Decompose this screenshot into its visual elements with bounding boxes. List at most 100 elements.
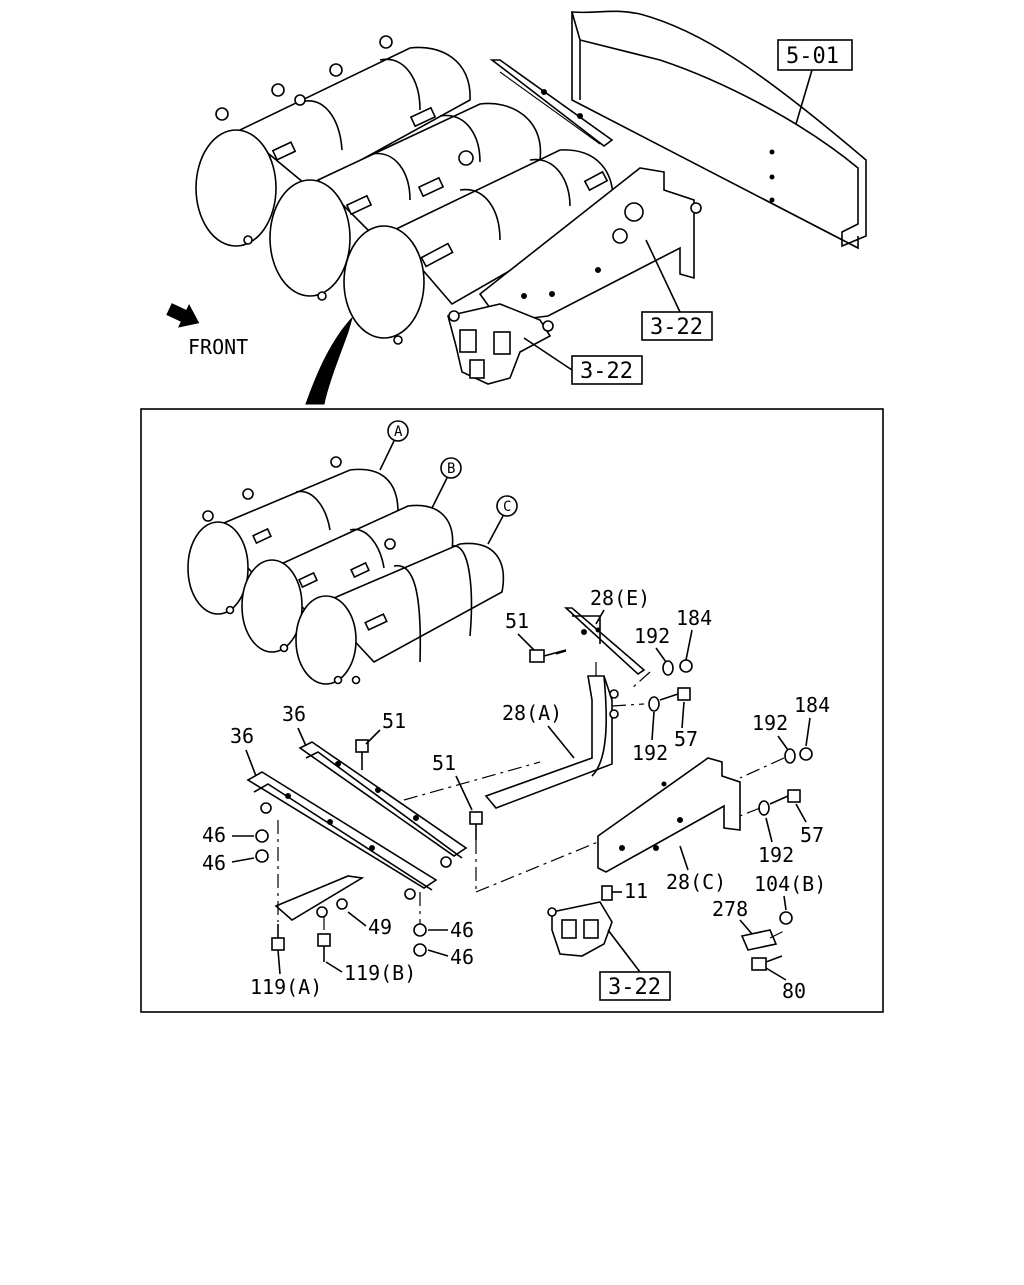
ref-box-3-22-lower: 3-22 bbox=[523, 337, 643, 385]
detail-tank-fittings bbox=[202, 456, 396, 631]
svg-text:192: 192 bbox=[632, 741, 668, 765]
part-label-11: 11 bbox=[612, 879, 648, 903]
detail-frame bbox=[140, 408, 884, 1013]
front-arrow-icon bbox=[166, 303, 200, 328]
bolt-119a bbox=[271, 924, 285, 951]
svg-text:192: 192 bbox=[634, 624, 670, 648]
frame-rail bbox=[570, 10, 867, 250]
bolt-51-upper-right bbox=[529, 649, 567, 663]
washer-nut-upper bbox=[662, 659, 693, 676]
svg-text:28(A): 28(A) bbox=[502, 701, 562, 725]
svg-text:28(E): 28(E) bbox=[590, 586, 650, 610]
part-label-184-upper: 184 bbox=[676, 606, 712, 661]
svg-text:51: 51 bbox=[432, 751, 456, 775]
tank-marker-c: C bbox=[487, 495, 518, 545]
front-indicator: FRONT bbox=[166, 303, 248, 359]
washer-nut-right bbox=[784, 747, 813, 764]
part-label-51-upper-right: 51 bbox=[505, 609, 535, 651]
part-label-28c: 28(C) bbox=[666, 845, 726, 894]
bracket-28a bbox=[484, 675, 619, 809]
svg-text:36: 36 bbox=[230, 724, 254, 748]
part-label-49: 49 bbox=[347, 911, 392, 939]
part-label-80: 80 bbox=[765, 967, 806, 1003]
rail-36-left bbox=[246, 771, 438, 900]
part-label-46-b: 46 bbox=[202, 851, 255, 875]
detail-valve-assembly bbox=[547, 885, 613, 957]
ref-box-3-22-upper: 3-22 bbox=[641, 239, 713, 341]
svg-text:51: 51 bbox=[382, 709, 406, 733]
washer-bolt-right bbox=[758, 789, 801, 816]
svg-text:278: 278 bbox=[712, 897, 748, 921]
bolt-51-left bbox=[355, 739, 369, 770]
tank-marker-b: B bbox=[431, 457, 462, 509]
top-tank-2 bbox=[269, 102, 542, 301]
part-label-46-d: 46 bbox=[427, 945, 474, 969]
part-label-28e: 28(E) bbox=[590, 586, 650, 625]
detail-tank-c bbox=[295, 542, 505, 685]
part-label-57-mid: 57 bbox=[674, 701, 698, 751]
frame-mount-bracket bbox=[489, 59, 614, 148]
nuts-46-right bbox=[413, 923, 427, 957]
part-label-192-upper: 192 bbox=[634, 624, 670, 663]
assembly-dash-lines bbox=[277, 650, 787, 939]
ref-3-22-detail-text: 3-22 bbox=[608, 975, 661, 1000]
top-tank-1 bbox=[195, 46, 471, 247]
part-label-28a: 28(A) bbox=[502, 701, 575, 759]
tank-marker-a: A bbox=[379, 420, 409, 471]
bolt-119b bbox=[317, 933, 331, 962]
plate-49 bbox=[274, 875, 365, 921]
part-label-51-center: 51 bbox=[432, 751, 473, 811]
bracket-278 bbox=[740, 911, 793, 971]
svg-text:11: 11 bbox=[624, 879, 648, 903]
part-label-36-left: 36 bbox=[230, 724, 257, 777]
part-label-278: 278 bbox=[712, 897, 753, 935]
top-valve-assembly bbox=[447, 303, 554, 385]
ref-box-5-01: 5-01 bbox=[777, 39, 853, 125]
svg-text:192: 192 bbox=[752, 711, 788, 735]
svg-text:119(A): 119(A) bbox=[250, 975, 322, 999]
rail-36-right bbox=[298, 741, 468, 868]
svg-text:57: 57 bbox=[800, 823, 824, 847]
part-label-119b: 119(B) bbox=[325, 961, 416, 985]
ref-box-3-22-detail: 3-22 bbox=[599, 929, 671, 1001]
ref-5-01-text: 5-01 bbox=[786, 44, 839, 69]
svg-text:192: 192 bbox=[758, 843, 794, 867]
part-label-184-right: 184 bbox=[794, 693, 830, 747]
part-label-51-left: 51 bbox=[365, 709, 406, 745]
svg-text:184: 184 bbox=[794, 693, 830, 717]
tank-marker-b-text: B bbox=[447, 461, 455, 477]
svg-text:104(B): 104(B) bbox=[754, 872, 826, 896]
svg-text:51: 51 bbox=[505, 609, 529, 633]
part-label-104b: 104(B) bbox=[754, 872, 826, 911]
svg-text:46: 46 bbox=[202, 823, 226, 847]
svg-text:57: 57 bbox=[674, 727, 698, 751]
svg-text:49: 49 bbox=[368, 915, 392, 939]
part-label-46-c: 46 bbox=[428, 918, 474, 942]
tank-marker-c-text: C bbox=[503, 499, 511, 515]
ref-3-22-lower-text: 3-22 bbox=[580, 359, 633, 384]
svg-text:80: 80 bbox=[782, 979, 806, 1003]
svg-text:28(C): 28(C) bbox=[666, 870, 726, 894]
front-label: FRONT bbox=[188, 335, 248, 359]
bracket-28e bbox=[563, 607, 646, 676]
part-label-46-a: 46 bbox=[202, 823, 254, 847]
bracket-28c bbox=[597, 757, 741, 873]
part-label-192-right-low: 192 bbox=[758, 817, 794, 867]
bolt-51-center bbox=[469, 811, 483, 840]
top-fittings bbox=[215, 35, 474, 216]
part-label-192-right: 192 bbox=[752, 711, 789, 751]
svg-text:119(B): 119(B) bbox=[344, 961, 416, 985]
detail-tank-a bbox=[187, 468, 399, 615]
part-label-57-right: 57 bbox=[795, 803, 824, 847]
part-label-192-mid: 192 bbox=[632, 711, 668, 765]
top-tank-3 bbox=[343, 149, 614, 345]
svg-text:36: 36 bbox=[282, 702, 306, 726]
detail-callout-arrow bbox=[305, 317, 353, 405]
ref-3-22-upper-text: 3-22 bbox=[650, 315, 703, 340]
nuts-46-left bbox=[255, 829, 269, 863]
washer-bolt-mid bbox=[648, 687, 691, 712]
svg-text:46: 46 bbox=[202, 851, 226, 875]
svg-text:184: 184 bbox=[676, 606, 712, 630]
